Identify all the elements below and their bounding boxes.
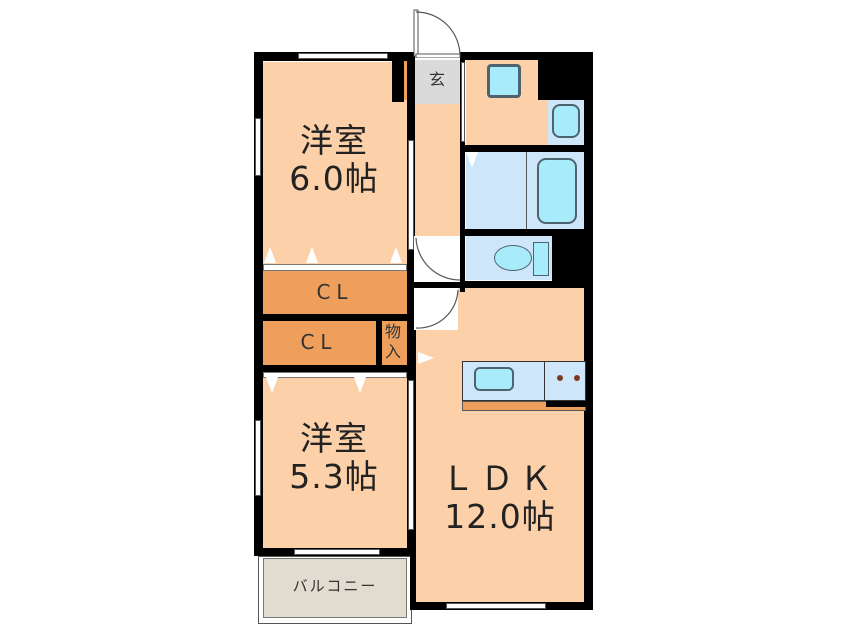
window — [408, 380, 414, 530]
room-size: 6.0帖 — [289, 158, 379, 198]
toilet-tank-icon — [533, 242, 549, 276]
room-size: 12.0帖 — [444, 496, 556, 536]
closet-2 — [262, 321, 376, 365]
window — [298, 53, 388, 59]
washing-machine-icon — [552, 104, 580, 138]
stove-burner-icon — [574, 375, 580, 381]
balcony-floor — [263, 558, 407, 618]
room-label: 洋室 6.0帖 — [282, 122, 386, 198]
room-label: 洋室 5.3帖 — [282, 420, 386, 496]
ldk — [416, 288, 586, 604]
bath-divider — [526, 152, 527, 230]
closet-door — [263, 372, 407, 378]
hall-door — [414, 236, 461, 282]
window — [255, 420, 261, 496]
door-marker — [466, 152, 478, 168]
wall — [254, 365, 414, 372]
toilet-side-wall — [552, 232, 588, 284]
closet-label: CL — [300, 330, 338, 354]
counter-divider — [544, 361, 545, 401]
sink-icon — [474, 367, 514, 391]
entrance — [414, 60, 460, 104]
wall — [376, 321, 382, 367]
door-marker — [306, 247, 318, 263]
entrance-door — [413, 9, 461, 58]
wall — [460, 229, 588, 236]
closet-label: CL — [316, 280, 354, 304]
room-size: 5.3帖 — [289, 456, 379, 496]
balcony-label: バルコニー — [292, 577, 378, 595]
storage — [380, 321, 408, 365]
storage-label: 物入 — [384, 322, 401, 361]
room-name: 洋室 — [300, 419, 368, 458]
window — [255, 118, 261, 176]
stove-burner-icon — [557, 375, 563, 381]
wall — [414, 281, 588, 288]
window — [408, 140, 414, 250]
room-name: 洋室 — [300, 121, 368, 160]
door-marker — [264, 247, 276, 263]
closet-1 — [262, 271, 408, 314]
washbasin-icon — [487, 64, 521, 98]
toilet-bowl-icon — [494, 245, 532, 271]
wall — [254, 314, 414, 321]
wall — [460, 145, 588, 152]
room-label: ＬＤＫ 12.0帖 — [430, 460, 570, 536]
bathtub-icon — [537, 158, 577, 224]
western-room-1 — [262, 62, 408, 266]
door-marker — [354, 377, 366, 393]
washroom-corner-wall — [538, 52, 588, 100]
western-room-2 — [262, 372, 408, 548]
wall — [254, 52, 263, 556]
counter-wall — [546, 401, 586, 407]
door-marker — [390, 247, 402, 263]
wall — [392, 52, 404, 102]
ldk-door — [414, 288, 459, 330]
window — [294, 549, 380, 555]
wall — [460, 52, 588, 60]
wall — [584, 52, 593, 608]
closet-door — [263, 264, 407, 271]
room-name: ＬＤＫ — [441, 459, 559, 498]
window — [446, 603, 546, 609]
entrance-label: 玄 — [428, 70, 445, 89]
window — [461, 62, 465, 142]
door-marker — [266, 377, 278, 393]
door-marker — [418, 352, 434, 364]
wall — [460, 60, 465, 292]
